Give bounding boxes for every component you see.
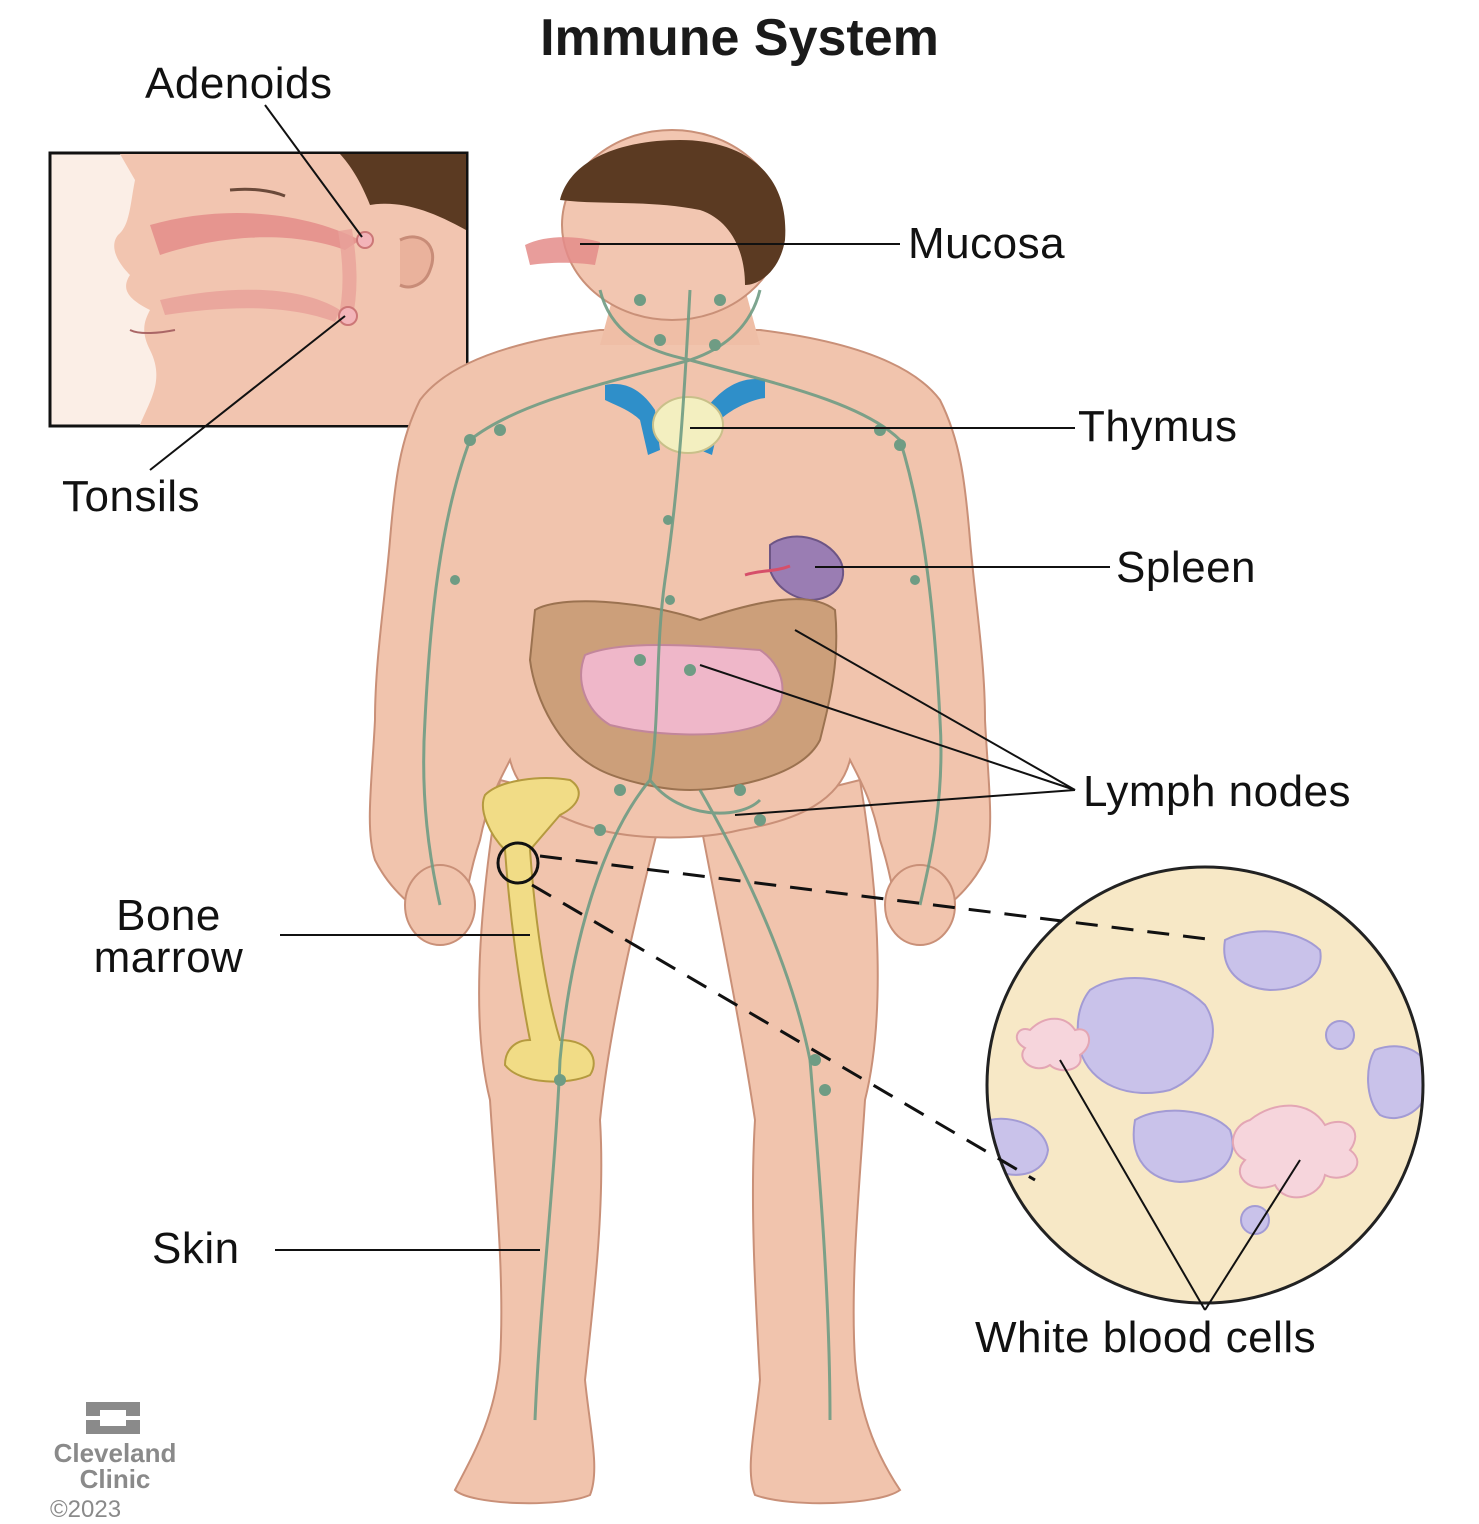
credit-copyright: ©2023 [25, 1496, 205, 1524]
label-skin: Skin [152, 1227, 240, 1271]
label-thymus: Thymus [1078, 405, 1237, 449]
label-white-blood-cells: White blood cells [975, 1316, 1316, 1360]
label-bone-marrow-line2: marrow [66, 937, 271, 979]
label-tonsils: Tonsils [62, 475, 200, 519]
label-spleen: Spleen [1116, 546, 1256, 590]
label-adenoids: Adenoids [145, 62, 332, 106]
label-lymph-nodes: Lymph nodes [1083, 770, 1351, 814]
label-bone-marrow: Bone marrow [66, 895, 271, 979]
credit-block: Cleveland Clinic ©2023 [25, 1398, 205, 1524]
cell-magnification [987, 867, 1430, 1303]
label-mucosa: Mucosa [908, 222, 1065, 266]
credit-brand-line1: Cleveland [25, 1440, 205, 1466]
credit-brand-line2: Clinic [25, 1466, 205, 1492]
label-bone-marrow-line1: Bone [66, 895, 271, 937]
